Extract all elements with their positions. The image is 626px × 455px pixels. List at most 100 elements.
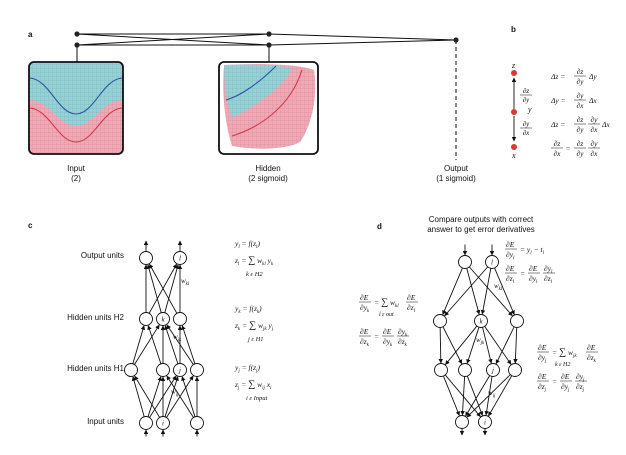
h1-unit	[458, 363, 472, 377]
down-partial-den: ∂x	[523, 129, 530, 137]
h1-unit	[434, 363, 448, 377]
weight-label: wkl	[181, 277, 190, 287]
input-curve-red	[29, 107, 123, 143]
svg-text:∂yk: ∂yk	[383, 337, 393, 348]
forward-edge	[166, 324, 194, 365]
svg-text:∂zk: ∂zk	[398, 337, 408, 348]
forward-edge	[134, 375, 161, 418]
hidden-label: Hidden	[255, 164, 280, 173]
input-unit	[455, 415, 469, 429]
forward-edge	[132, 325, 146, 364]
svg-text:k ε H2: k ε H2	[246, 271, 263, 278]
svg-text:∂y: ∂y	[576, 149, 584, 158]
output-label: Output	[444, 164, 469, 173]
svg-text:∂yk: ∂yk	[398, 327, 408, 338]
svg-text:∂y: ∂y	[576, 77, 584, 86]
svg-text:∂z: ∂z	[577, 67, 584, 76]
weight-label: wkl	[494, 282, 503, 292]
svg-text:∂zk: ∂zk	[360, 337, 370, 348]
panel-d-label: d	[377, 222, 382, 231]
node-y	[511, 109, 517, 115]
svg-text:∂z: ∂z	[577, 115, 584, 124]
node-y-label: y	[527, 105, 532, 114]
svg-text:=: =	[566, 144, 570, 153]
backward-edge	[484, 376, 493, 416]
svg-text:=: =	[520, 269, 525, 278]
backward-edge	[442, 326, 463, 365]
svg-text:= yl − tl: = yl − tl	[520, 245, 545, 256]
svg-text:Δy =: Δy =	[550, 96, 566, 105]
forward-edge	[146, 264, 162, 313]
node-z	[511, 70, 517, 76]
node-z-label: z	[511, 61, 516, 70]
hidden-curve-blue	[225, 65, 277, 101]
svg-text:∂E: ∂E	[360, 327, 369, 336]
weight-label: wij	[488, 389, 496, 399]
forward-edge	[147, 325, 162, 364]
svg-text:=: =	[374, 332, 379, 341]
input-node-2	[74, 42, 80, 48]
svg-text:= ∑ wjk: = ∑ wjk	[552, 347, 577, 359]
svg-text:zl = ∑ wkl yk: zl = ∑ wkl yk	[234, 255, 274, 267]
output-node	[453, 37, 459, 43]
layer-label-h2: Hidden units H2	[67, 313, 124, 322]
svg-text:∂x: ∂x	[576, 101, 584, 110]
backward-edge	[438, 327, 444, 364]
svg-text:l ε out: l ε out	[379, 312, 394, 318]
output-detail: (1 sigmoid)	[436, 174, 476, 183]
h1-unit	[173, 363, 187, 377]
forward-edge	[131, 376, 145, 417]
svg-text:Δx: Δx	[588, 96, 597, 105]
output-unit	[485, 255, 499, 269]
panel-a-network	[76, 33, 457, 160]
svg-text:∂zk: ∂zk	[587, 353, 597, 364]
input-curve-blue	[29, 77, 123, 115]
backward-edge	[482, 327, 493, 364]
svg-text:∂yl: ∂yl	[529, 274, 538, 285]
svg-text:∂E: ∂E	[383, 327, 392, 336]
svg-text:∂yl: ∂yl	[544, 264, 553, 275]
h2-unit	[139, 312, 153, 326]
svg-text:zk = ∑ wjk yj: zk = ∑ wjk yj	[234, 320, 274, 332]
svg-text:∂z: ∂z	[554, 139, 561, 148]
h1-unit-letter: j	[491, 367, 494, 375]
svg-text:Δz =: Δz =	[550, 72, 565, 81]
svg-text:∂E: ∂E	[561, 372, 570, 381]
forward-edge	[149, 263, 178, 314]
forward-edge	[181, 376, 196, 417]
svg-text:k ε H2: k ε H2	[555, 362, 570, 368]
compare-caption-1: Compare outputs with correct	[429, 215, 534, 224]
chain-diagram: z y x ∂z ∂y ∂y ∂x	[511, 61, 532, 160]
panel-a-nodes	[74, 31, 459, 48]
svg-text:∂E: ∂E	[506, 240, 515, 249]
h2-unit	[173, 312, 187, 326]
backward-edge	[460, 376, 466, 416]
input-unit	[190, 416, 204, 430]
forward-edge	[164, 376, 179, 417]
weight-label: wjk	[476, 336, 485, 346]
h1-unit-letter: j	[178, 367, 181, 375]
svg-text:zj = ∑ wij xi: zj = ∑ wij xi	[234, 379, 272, 391]
svg-text:∂E: ∂E	[407, 293, 416, 302]
input-node-1	[74, 31, 80, 37]
hidden-node-2	[266, 42, 272, 48]
forward-edge	[164, 264, 180, 313]
backward-edge	[495, 326, 515, 365]
svg-text:j ε H1: j ε H1	[247, 336, 264, 343]
output-unit	[458, 255, 472, 269]
forward-edge	[164, 325, 179, 364]
svg-text:∂y: ∂y	[590, 139, 598, 148]
svg-text:∂zl: ∂zl	[544, 274, 553, 285]
h1-unit	[486, 363, 500, 377]
weight-label: wjk	[173, 333, 182, 343]
svg-text:∂yj: ∂yj	[538, 353, 547, 364]
svg-text:∂z: ∂z	[577, 139, 584, 148]
backward-edge	[442, 267, 463, 315]
backward-equations: ∂E ∂yl = yl − tl ∂E ∂zl = ∂E ∂yl ∂yl ∂zl…	[359, 240, 598, 393]
svg-text:∂E: ∂E	[529, 264, 538, 273]
svg-text:yl = f(zl): yl = f(zl)	[234, 239, 260, 250]
svg-text:∂y: ∂y	[576, 91, 584, 100]
svg-text:∂yj: ∂yj	[561, 382, 570, 393]
panel-b-label: b	[511, 25, 516, 34]
